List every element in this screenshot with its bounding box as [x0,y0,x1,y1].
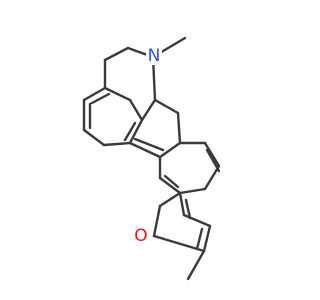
bond [158,141,182,159]
bond [128,98,144,122]
bond [128,141,162,159]
bond [90,92,111,105]
bond [140,98,157,122]
bond [184,198,192,220]
bond [182,213,212,228]
bond [202,224,212,253]
bond [152,204,162,238]
bond [103,86,132,102]
molecule-canvas: N O [82,36,221,281]
oxygen-atom-label: O [134,226,147,246]
bond [186,249,206,281]
bond [82,86,107,102]
atom-label-background [146,47,162,65]
bond [133,137,165,152]
bond [178,191,186,217]
bond [152,234,206,253]
molecule-structure: N O [82,36,221,281]
bond [103,46,130,62]
bond [102,141,132,147]
atom-labels: N O [132,46,162,246]
bond [176,111,182,145]
bond [128,118,144,145]
bond [163,174,180,189]
bond [158,191,182,208]
bond [178,187,207,195]
bond [195,227,204,251]
nitrogen-atom-label: N [148,46,161,66]
bond [203,141,221,168]
bond [203,164,221,191]
bond [158,176,182,195]
atom-label-background [132,226,150,246]
bond [123,121,137,142]
bond [153,98,180,115]
bond-lines [82,36,221,281]
bond [82,128,106,147]
